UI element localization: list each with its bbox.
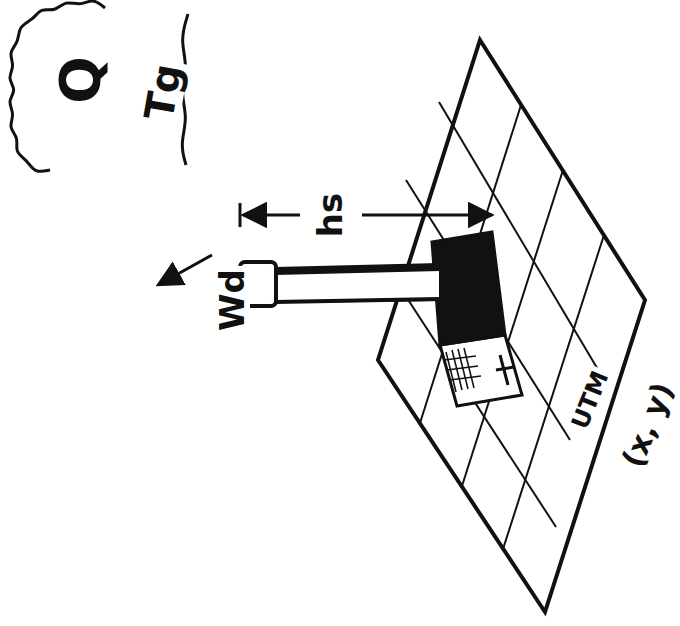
utm-grid-plane xyxy=(378,40,645,612)
plume-label: Q xyxy=(51,53,109,107)
sketch-label: UTM xyxy=(566,365,615,436)
velocity-arrow xyxy=(158,255,212,285)
plume-cloud: Q Tg xyxy=(5,0,200,178)
smoke-stack xyxy=(240,262,440,306)
building xyxy=(432,232,522,406)
sketch-label: hs xyxy=(312,190,348,240)
sketch-label: (x, y) xyxy=(616,375,680,474)
plume-label: Tg xyxy=(137,58,189,126)
height-arrow xyxy=(240,203,492,227)
sketch-label: Wd xyxy=(214,266,250,334)
